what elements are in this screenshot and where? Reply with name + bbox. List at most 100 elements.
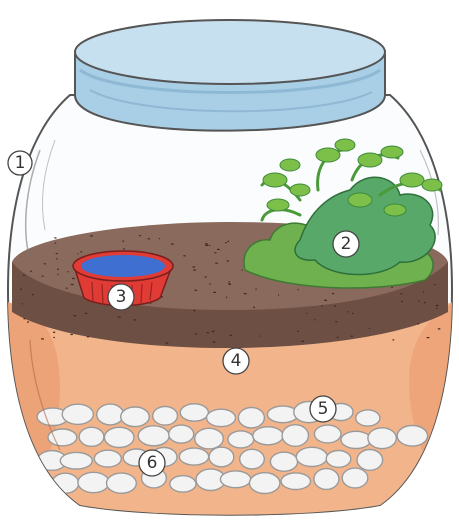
soil-speck: [195, 333, 197, 334]
soil-speck: [183, 255, 185, 256]
soil-speck: [205, 277, 207, 278]
soil-speck: [205, 243, 208, 244]
soil-speck: [54, 237, 56, 238]
pebble: [326, 451, 351, 468]
soil-speck: [424, 302, 426, 303]
soil-speck: [44, 263, 46, 264]
soil-speck: [118, 316, 120, 317]
pebble: [341, 431, 371, 448]
soil-speck: [369, 328, 370, 329]
soil-speck: [417, 323, 419, 324]
soil-speck: [71, 284, 74, 285]
pebble: [296, 447, 327, 466]
soil-speck: [260, 336, 261, 337]
soil-speck: [90, 235, 93, 236]
soil-speck: [193, 269, 196, 270]
soil-speck: [423, 292, 424, 293]
soil-speck: [228, 241, 230, 242]
soil-speck: [159, 238, 160, 239]
soil-speck: [24, 318, 26, 319]
soil-speck: [213, 341, 216, 342]
water-surface: [81, 255, 165, 277]
soil-speck: [56, 258, 57, 259]
pebble: [180, 404, 208, 421]
soil-speck: [66, 288, 68, 289]
pebble: [153, 407, 178, 426]
soil-speck: [85, 313, 87, 314]
soil-speck: [171, 244, 174, 245]
pebble: [238, 408, 264, 428]
pebble: [357, 450, 383, 471]
soil-speck: [134, 319, 137, 320]
pebble: [342, 468, 368, 488]
soil-speck: [217, 249, 220, 250]
pebble: [314, 425, 341, 443]
soil-speck: [72, 278, 75, 279]
pebble: [104, 427, 134, 447]
soil-speck: [242, 270, 243, 271]
soil-speck: [393, 339, 395, 340]
label-3-text: 3: [116, 287, 127, 307]
pebble: [240, 449, 265, 469]
soil-speck: [148, 238, 150, 239]
soil-speck: [195, 290, 197, 291]
soil-speck: [87, 336, 89, 337]
pebble: [48, 429, 77, 446]
soil-speck: [321, 305, 323, 306]
soil-speck: [22, 303, 23, 304]
soil-speck: [436, 305, 439, 306]
soil-speck: [255, 289, 256, 290]
soil-speck: [434, 284, 436, 285]
pebble: [107, 473, 137, 493]
soil-speck: [77, 253, 78, 254]
label-5-text: 5: [318, 399, 329, 419]
soil-speck: [71, 334, 73, 335]
soil-speck: [80, 251, 82, 252]
pebble: [356, 410, 380, 426]
soil-speck: [298, 289, 299, 290]
soil-speck: [278, 294, 279, 295]
label-5: 5: [310, 396, 336, 422]
label-1: 1: [8, 151, 32, 175]
soil-speck: [314, 319, 315, 320]
soil-speck: [193, 266, 196, 267]
soil-speck: [67, 271, 68, 272]
soil-speck: [244, 293, 247, 294]
soil-speck: [419, 301, 420, 302]
pebble: [97, 404, 124, 425]
soil-speck: [253, 307, 255, 308]
pebble: [281, 473, 310, 490]
soil-speck: [213, 330, 214, 331]
label-4-text: 4: [231, 351, 242, 371]
pebble: [209, 447, 234, 467]
soil-speck: [205, 245, 208, 246]
soil-speck: [32, 294, 34, 295]
soil-speck: [352, 313, 354, 314]
pebble: [220, 471, 250, 488]
pebble: [207, 409, 236, 426]
soil-speck: [207, 332, 209, 333]
soil-speck: [214, 252, 216, 253]
soil-speck: [229, 284, 231, 285]
soil-speck: [335, 321, 337, 322]
label-4: 4: [223, 348, 249, 374]
label-2: 2: [333, 231, 359, 257]
pebble: [179, 448, 208, 465]
soil-speck: [41, 338, 44, 339]
pebble: [78, 472, 109, 492]
soil-speck: [436, 308, 437, 309]
soil-speck: [334, 305, 336, 306]
soil-speck: [213, 292, 216, 293]
soil-speck: [123, 248, 125, 249]
soil-speck: [73, 315, 76, 316]
soil-speck: [56, 253, 58, 254]
soil-speck: [337, 337, 339, 338]
soil-speck: [401, 293, 403, 294]
pebble: [270, 452, 297, 471]
pebble: [170, 476, 196, 492]
soil-speck: [226, 297, 227, 298]
pebble: [250, 473, 280, 494]
jar-lid: [75, 20, 385, 131]
